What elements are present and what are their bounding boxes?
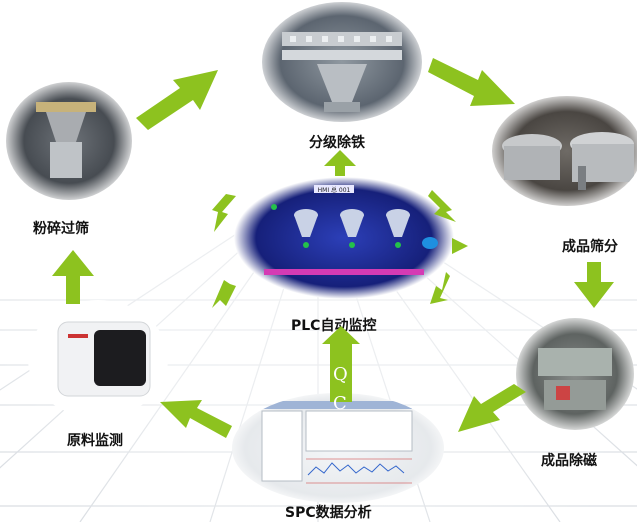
plc-panel-title: HMI 总 001 bbox=[318, 186, 351, 194]
label-raw-monitor: 原料监测 bbox=[67, 433, 123, 449]
arrow-sieving-to-demagnetize bbox=[574, 262, 614, 308]
arrow-plc-small-left-top bbox=[212, 194, 236, 232]
finished-sieving-photo bbox=[492, 96, 637, 206]
arrow-plc-to-grading bbox=[324, 150, 356, 176]
arrow-plc-small-right-bottom bbox=[430, 272, 450, 304]
label-finished-demagnetize: 成品除磁 bbox=[541, 453, 597, 469]
label-finished-sieving: 成品筛分 bbox=[562, 239, 618, 255]
label-plc-monitor: PLC自动监控 bbox=[291, 318, 377, 334]
spc-analysis-screenshot bbox=[232, 393, 444, 503]
arrow-crush-to-grading bbox=[136, 70, 218, 130]
arrow-plc-small-right-mid bbox=[452, 238, 468, 254]
grading-iron-removal-photo bbox=[262, 2, 422, 122]
raw-monitor-device-photo bbox=[28, 300, 168, 418]
arrow-demagnetize-to-spc bbox=[458, 384, 526, 432]
qc-bar-arrowhead bbox=[322, 326, 360, 344]
label-spc-analysis: SPC数据分析 bbox=[285, 505, 372, 521]
qc-letter-c: C bbox=[333, 393, 347, 414]
label-grading-iron-removal: 分级除铁 bbox=[309, 135, 365, 151]
arrow-plc-small-right-top bbox=[428, 190, 456, 222]
finished-demagnetize-photo bbox=[516, 318, 634, 430]
arrow-raw-to-crush bbox=[52, 250, 94, 304]
arrow-plc-small-left-bottom bbox=[212, 280, 236, 308]
label-crush-sieve: 粉碎过筛 bbox=[33, 221, 89, 237]
arrow-spc-to-raw bbox=[160, 400, 232, 438]
crush-sieve-photo bbox=[6, 82, 132, 200]
qc-bar bbox=[330, 340, 352, 402]
arrow-grading-to-sieving bbox=[428, 58, 515, 106]
qc-letter-q: Q bbox=[333, 364, 348, 385]
plc-hmi-screen: HMI 总 001 bbox=[234, 177, 454, 299]
